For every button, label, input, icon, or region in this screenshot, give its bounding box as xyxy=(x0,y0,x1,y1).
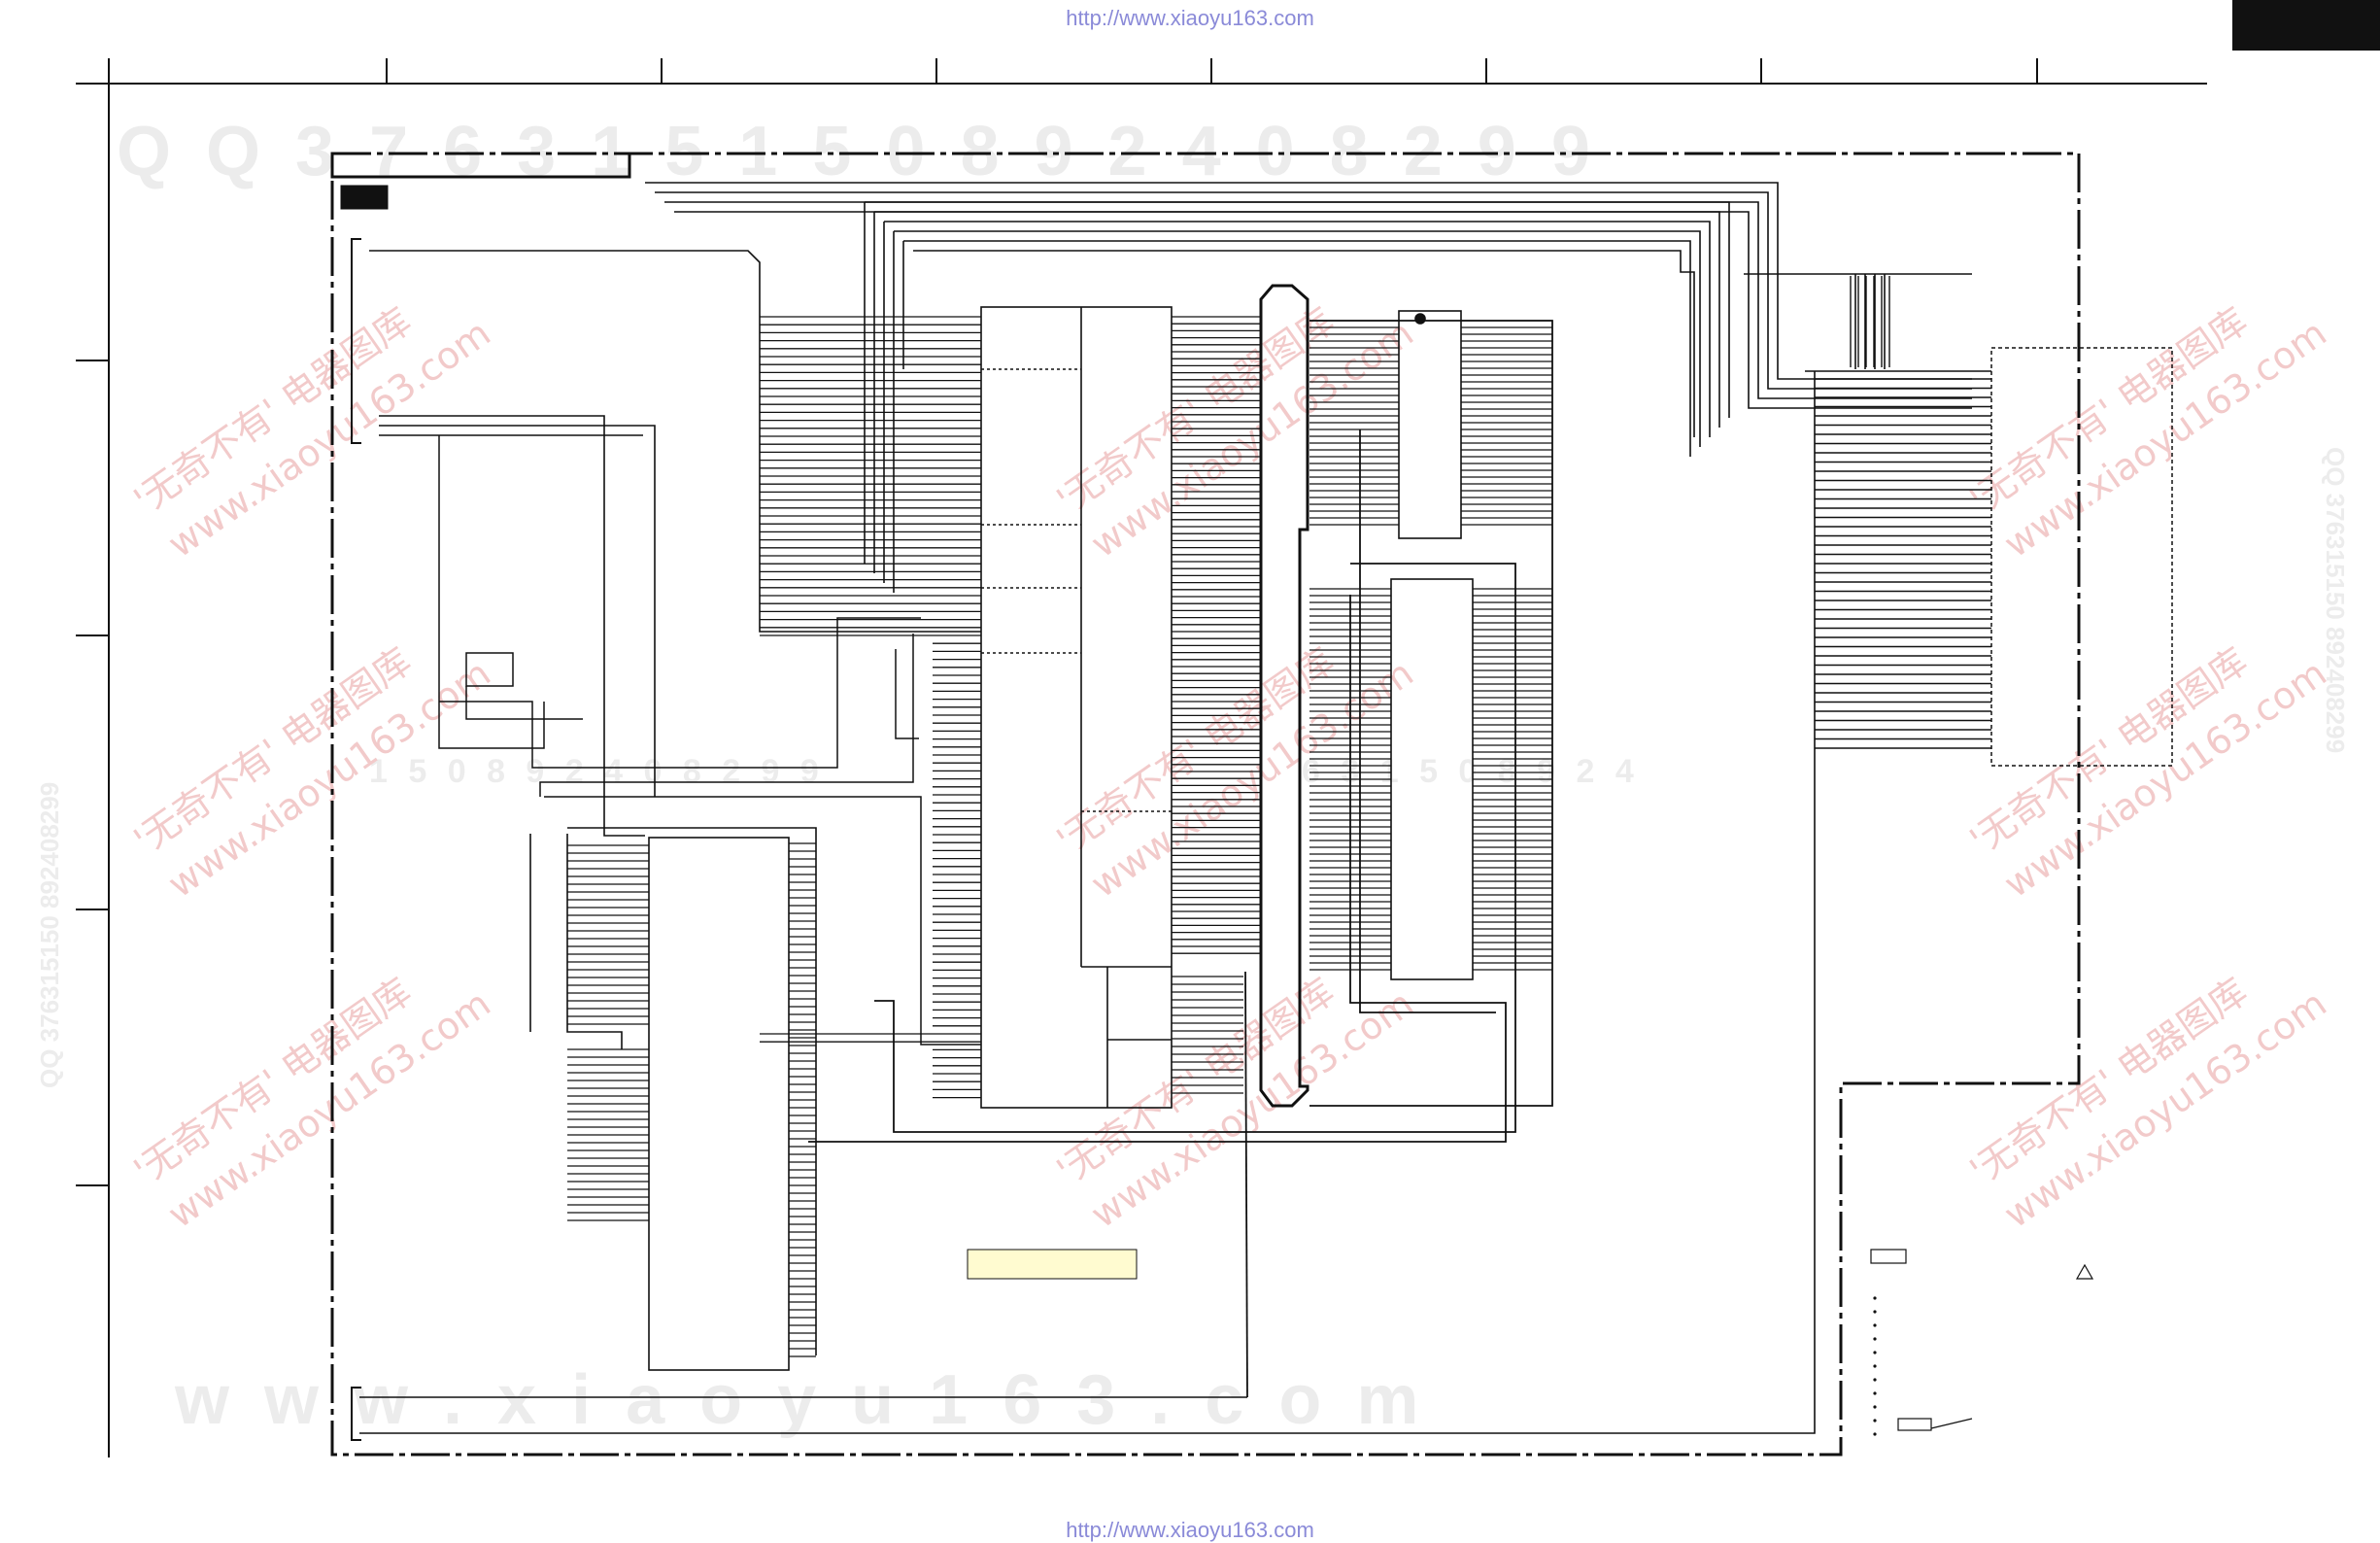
legend-dot xyxy=(1873,1323,1877,1327)
legend-dot xyxy=(1873,1378,1877,1382)
top-bus-wires xyxy=(369,182,1972,837)
watermark-side-right: QQ 376315150 892408299 xyxy=(2321,447,2350,753)
page-corner-tab xyxy=(2232,0,2380,51)
right-connector-pins xyxy=(1815,276,1991,749)
main-ic-left-pins xyxy=(760,316,981,1099)
board-outline xyxy=(330,152,2081,1457)
connector-left-top xyxy=(351,238,361,1441)
watermark-qq: Q Q 3 7 6 3 1 5 1 5 0 8 9 2 4 0 8 2 9 9 xyxy=(117,113,1598,190)
legend-dot xyxy=(1873,1432,1877,1436)
board-inner-marks xyxy=(330,154,631,210)
url-header[interactable]: http://www.xiaoyu163.com xyxy=(1066,6,1314,30)
legend-dot xyxy=(1873,1351,1877,1354)
main-ic-right-pins xyxy=(1172,316,1261,1094)
bus-bracket xyxy=(1259,284,1309,1108)
regulator-section xyxy=(438,435,981,1046)
legend-area xyxy=(1870,1249,2094,1431)
legend-dot xyxy=(1873,1364,1877,1368)
memory-ic xyxy=(529,827,817,1371)
right-bus-verticals xyxy=(359,274,1991,1434)
legend-dot xyxy=(1873,1391,1877,1395)
watermark-side-left: QQ 376315150 892408299 xyxy=(35,782,64,1088)
legend-dot xyxy=(1873,1337,1877,1341)
legend-dots xyxy=(1873,1296,1877,1436)
watermark-site: w w w . x i a o y u 1 6 3 . c o m xyxy=(174,1361,1426,1439)
legend-dot xyxy=(1873,1419,1877,1423)
memory-ic-right-pins xyxy=(789,842,816,1357)
watermark-mid-left: 1 5 0 8 9 2 4 0 8 2 9 9 xyxy=(369,753,825,790)
memory-ic-left-pins xyxy=(567,844,649,1221)
right-connector-block xyxy=(1990,347,2173,767)
note-box xyxy=(967,1249,1138,1280)
legend-dot xyxy=(1873,1405,1877,1409)
legend-dot xyxy=(1873,1310,1877,1314)
legend-dot xyxy=(1873,1296,1877,1300)
upper-right-ic xyxy=(1390,310,1474,980)
sheet-frame xyxy=(76,58,2207,1457)
right-bus-frame xyxy=(808,320,1553,1398)
url-footer[interactable]: http://www.xiaoyu163.com xyxy=(1066,1518,1314,1542)
